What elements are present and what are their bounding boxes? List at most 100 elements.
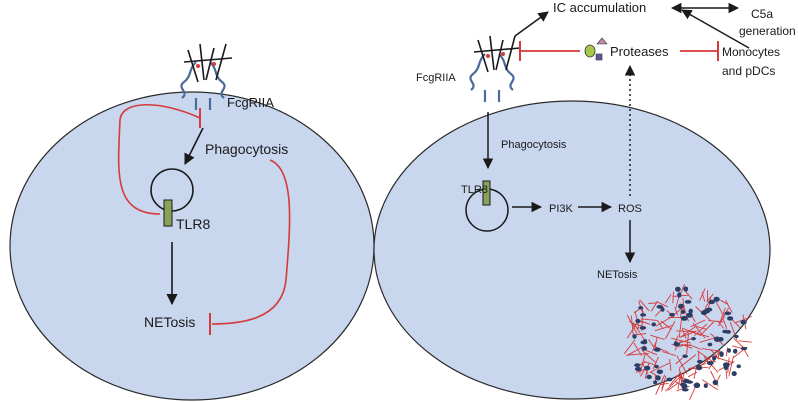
net-granule [712, 379, 719, 386]
net-granule [703, 383, 708, 389]
net-granule [733, 334, 739, 339]
net-fiber [720, 299, 728, 305]
net-fiber [699, 336, 717, 343]
net-granule [673, 341, 679, 347]
net-granule [686, 312, 693, 318]
right-fcgriia-label: FcgRIIA [416, 72, 456, 84]
net-granule [677, 292, 682, 298]
net-granule [681, 388, 689, 392]
net-fiber [738, 340, 752, 343]
right-tlr8-bar [482, 180, 491, 206]
net-granule [680, 382, 686, 387]
net-fiber [661, 351, 676, 357]
net-granule [727, 316, 734, 321]
right-monocytes-label-line1: Monocytes [722, 45, 780, 59]
net-fiber [680, 283, 686, 293]
net-fiber [669, 359, 672, 371]
net-fiber [640, 318, 658, 321]
left-inhibit-loop-receptor [117, 103, 201, 215]
net-granule [680, 315, 688, 321]
net-granule [680, 309, 686, 314]
left-immune-complex [183, 43, 233, 83]
left-cell-body [9, 91, 375, 401]
net-fiber [701, 379, 718, 391]
net-fiber [660, 382, 669, 386]
right-proteases-label: Proteases [610, 44, 669, 59]
net-granule [634, 366, 642, 372]
net-fiber [654, 336, 658, 348]
right-cell-panel: FcgRIIA IC accumulation C5a generation P… [373, 0, 796, 401]
net-granule [651, 322, 656, 327]
net-fiber [664, 294, 672, 304]
net-granule [683, 286, 689, 292]
net-granule [731, 371, 737, 377]
net-fiber [665, 376, 681, 392]
net-fiber [683, 306, 689, 322]
net-fiber [639, 299, 650, 312]
net-granule [653, 380, 658, 385]
net-fiber [725, 347, 728, 357]
net-fiber [715, 356, 734, 364]
net-fiber [696, 326, 707, 330]
net-granule [682, 354, 688, 359]
net-fiber [701, 348, 721, 352]
net-granule [722, 362, 730, 368]
net-granule [666, 377, 673, 382]
net-fiber [681, 325, 698, 337]
net-granule [639, 326, 647, 330]
net-fiber [679, 354, 697, 368]
net-fiber [690, 319, 706, 328]
left-cell-panel: FcgRIIA Phagocytosis TLR8 NETosis [9, 43, 375, 401]
net-fiber [661, 375, 667, 389]
right-monocytes-ic-arrow [681, 9, 750, 49]
net-fiber [675, 357, 683, 365]
net-fiber [692, 323, 706, 339]
right-net-mesh [623, 283, 752, 401]
net-fiber [669, 371, 682, 386]
net-fiber [693, 366, 697, 379]
net-granule [707, 342, 713, 347]
net-fiber [667, 382, 680, 391]
left-phagocytosis-label: Phagocytosis [205, 141, 288, 157]
right-immune-complex [473, 35, 521, 73]
net-granule [696, 359, 703, 364]
right-c5a-label-line2: generation [739, 24, 796, 38]
net-fiber [623, 339, 636, 354]
right-fcgriia-receptor [469, 53, 515, 102]
net-fiber [626, 314, 638, 335]
net-fiber [717, 320, 724, 329]
net-granule [708, 299, 715, 305]
net-granule [703, 309, 711, 314]
net-granule [632, 334, 637, 339]
net-granule [640, 340, 648, 345]
net-granule [691, 337, 696, 341]
net-fiber [674, 307, 679, 316]
net-fiber [731, 345, 742, 349]
left-tlr8-bar [163, 199, 173, 227]
net-granule [706, 361, 714, 366]
net-granule [740, 320, 747, 325]
net-fiber [682, 298, 685, 311]
net-granule [684, 300, 692, 304]
net-fiber [722, 317, 728, 330]
net-fiber [678, 316, 683, 338]
net-granule [656, 369, 664, 375]
net-fiber [655, 374, 666, 395]
net-fiber [641, 349, 656, 363]
net-granule [696, 365, 703, 371]
net-granule [638, 306, 644, 310]
net-fiber [626, 353, 649, 356]
net-fiber [644, 362, 650, 379]
net-granule [641, 346, 647, 351]
net-granule [725, 330, 731, 334]
net-granule [693, 382, 701, 388]
net-fiber [733, 337, 745, 349]
net-granule [727, 348, 731, 353]
left-inhibit-loop-netosis [211, 159, 291, 325]
net-fiber [717, 350, 720, 359]
left-fcgriia-receptor [180, 61, 226, 110]
net-fiber [645, 349, 658, 356]
net-granule [635, 318, 641, 324]
